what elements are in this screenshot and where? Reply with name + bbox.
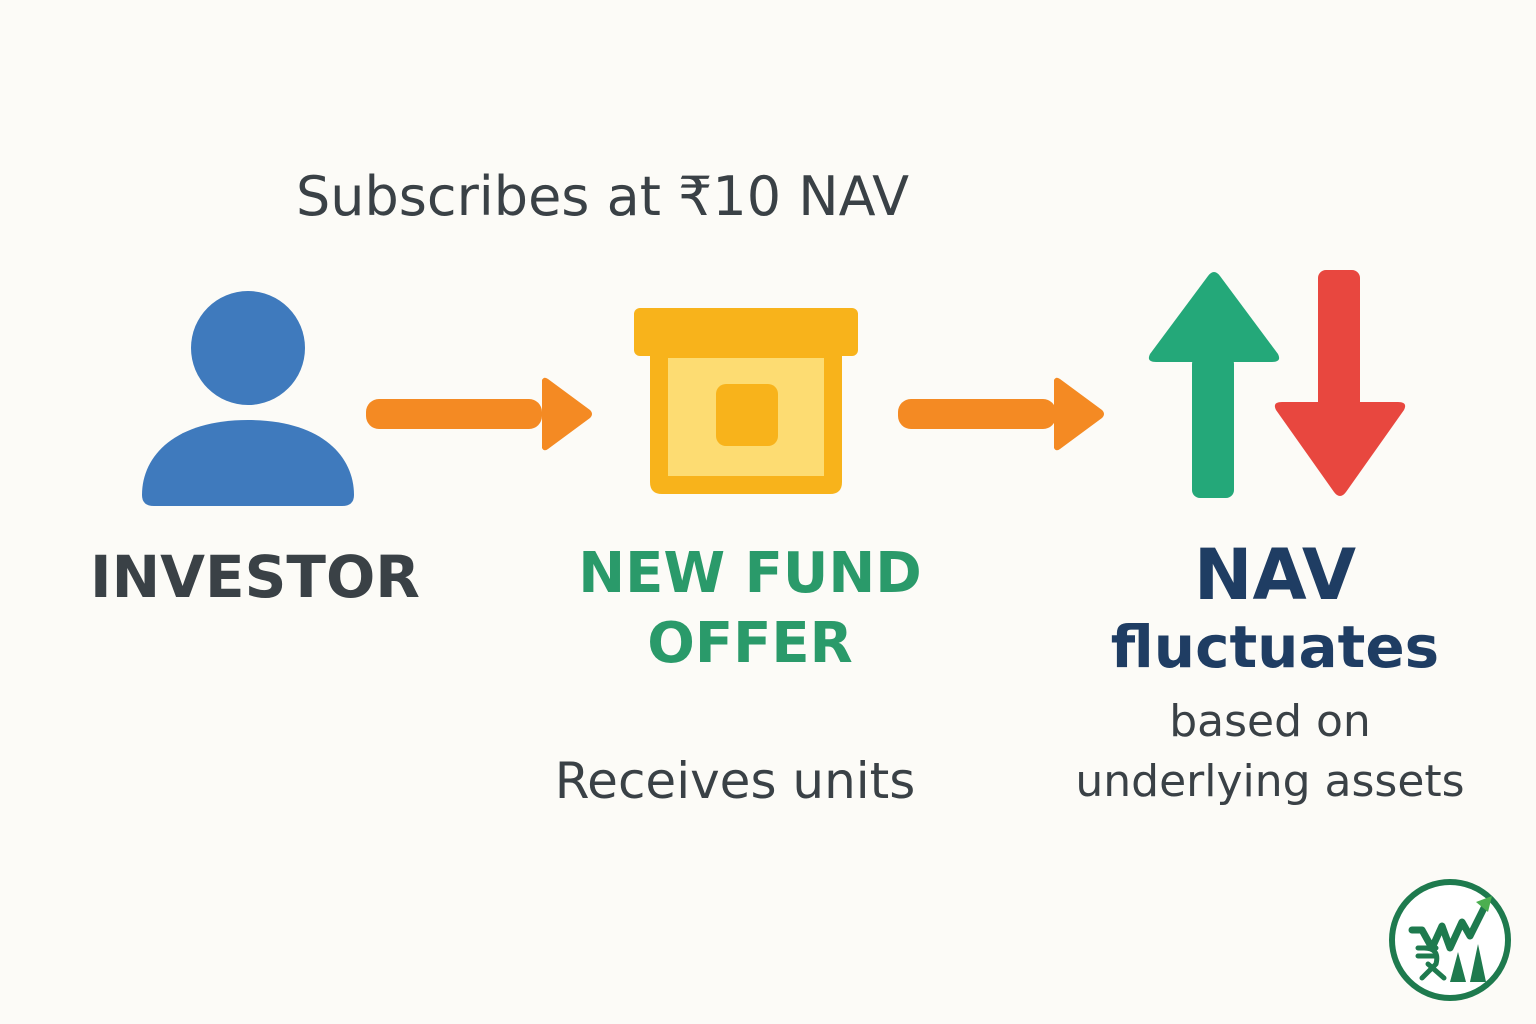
nfo-label-line2: OFFER: [647, 611, 853, 676]
nav-underlying-assets-label: underlying assets: [1075, 756, 1465, 807]
arrow-right-icon: [898, 377, 1104, 451]
arrow-up-icon: [1148, 272, 1280, 498]
box-icon: [634, 308, 858, 494]
caption-subscribes: Subscribes at ₹10 NAV: [296, 165, 910, 228]
arrow-down-icon: [1274, 270, 1406, 496]
arrow-right-icon: [366, 377, 592, 451]
person-icon: [142, 291, 354, 506]
nav-based-on-label: based on: [1169, 696, 1371, 747]
nav-fluctuates-label: fluctuates: [1110, 613, 1440, 681]
nfo-label-line1: NEW FUND: [578, 541, 922, 606]
brand-logo: [1389, 879, 1511, 1001]
nav-label: NAV: [1193, 534, 1357, 616]
investor-label: INVESTOR: [90, 543, 420, 611]
caption-receives-units: Receives units: [554, 752, 916, 810]
